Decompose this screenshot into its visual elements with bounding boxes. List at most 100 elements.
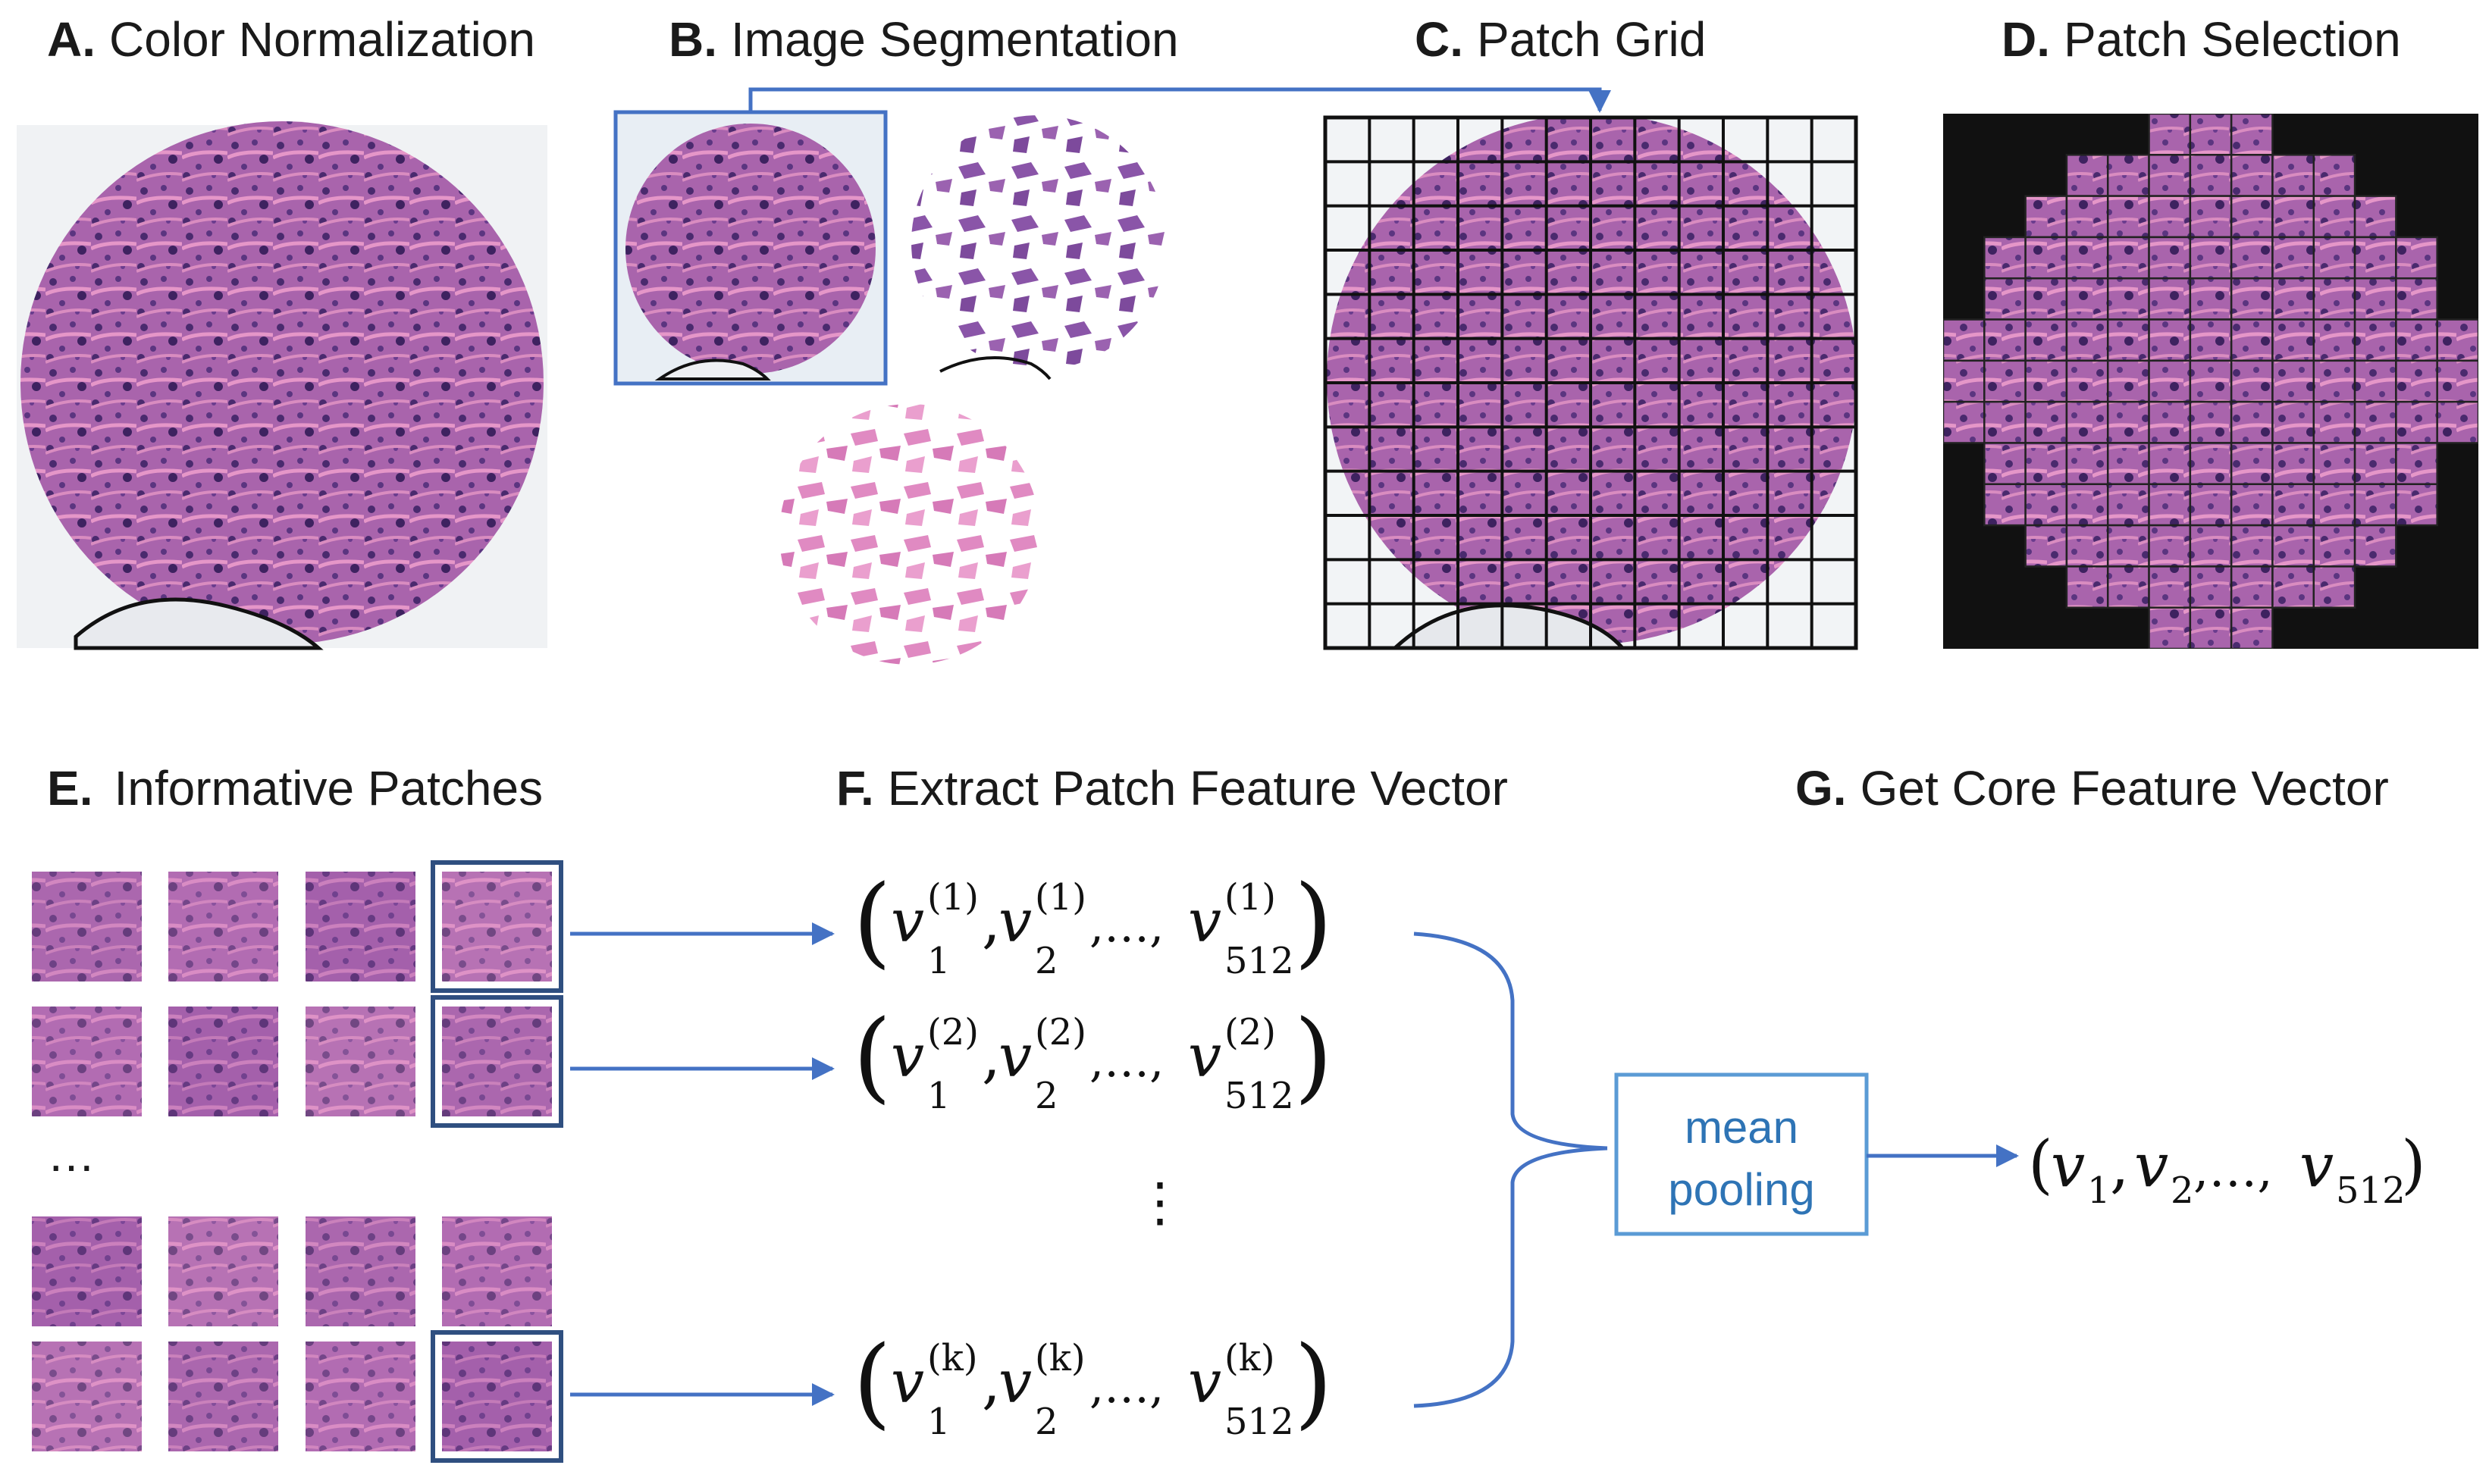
selected-patch: [2353, 524, 2397, 568]
selected-patch: [2148, 606, 2192, 649]
selected-patch: [1943, 359, 1986, 403]
vector-component-symbol: v: [998, 1348, 1032, 1417]
selected-patch: [1983, 277, 2027, 321]
selected-patch: [2106, 236, 2150, 280]
vector-component-subscript: 1: [927, 940, 951, 982]
selected-patch: [2148, 277, 2192, 321]
selected-patch: [2271, 565, 2315, 609]
selected-patch: [2271, 483, 2315, 527]
vector-component-superscript: (k): [927, 1337, 978, 1379]
selected-patch: [2189, 483, 2233, 527]
vector-component-symbol: v: [891, 1348, 924, 1417]
highlighted-patch-frame: [431, 1330, 563, 1463]
vector-separator: ,…,: [1089, 900, 1164, 953]
informative-patch: [306, 1342, 415, 1451]
vector-component-superscript: (2): [1224, 1011, 1276, 1054]
vector-comma: ,: [982, 1022, 1001, 1091]
selected-patch: [2024, 400, 2068, 444]
selected-patch: [2189, 154, 2233, 197]
vector-component-superscript: (1): [1035, 876, 1086, 919]
highlighted-patch-frame: [431, 860, 563, 993]
vector-close-paren: ): [1294, 998, 1333, 1113]
selected-patch: [2148, 565, 2192, 609]
vector-component-symbol: v: [998, 1022, 1032, 1091]
informative-patch: [168, 1216, 278, 1326]
segmentation-to-grid-arrow: [748, 87, 1611, 113]
selected-patch: [2271, 442, 2315, 486]
selected-patch: [2189, 524, 2233, 568]
core-component-subscript: 2: [2171, 1169, 2194, 1212]
panel-e-title: E.Informative Patches: [47, 761, 543, 816]
informative-patch: [306, 1007, 415, 1116]
vector-separator: ,…,: [1089, 1035, 1164, 1088]
core-component-symbol: v: [2051, 1130, 2085, 1201]
segmentation-original-thumbnail: [613, 110, 888, 386]
selected-patch: [2148, 195, 2192, 239]
selected-patch: [2353, 236, 2397, 280]
panel-b-title: B.Image Segmentation: [669, 12, 1179, 67]
selected-patch: [2353, 359, 2397, 403]
vector-component-symbol: v: [1188, 1348, 1221, 1417]
selected-patch: [2353, 442, 2397, 486]
selected-patch: [2436, 400, 2478, 444]
selected-patch: [2148, 318, 2192, 362]
selected-patch: [2312, 565, 2356, 609]
merge-line-bottom: [1413, 1146, 1608, 1408]
vector-comma: ,: [982, 888, 1001, 956]
selected-patch: [2271, 524, 2315, 568]
selected-patch: [2189, 359, 2233, 403]
vector-component-symbol: v: [998, 888, 1032, 956]
selected-patch: [2065, 442, 2109, 486]
informative-patch: [168, 872, 278, 982]
selected-patch: [2395, 277, 2438, 321]
selected-patch: [2024, 277, 2068, 321]
panel-c-title: C.Patch Grid: [1415, 12, 1706, 67]
panel-a-title: A.Color Normalization: [47, 12, 535, 67]
selected-patch: [2353, 318, 2397, 362]
selected-patch: [1983, 442, 2027, 486]
selected-patch: [2106, 524, 2150, 568]
vector-component-superscript: (1): [927, 876, 979, 919]
informative-patch: [442, 1216, 552, 1326]
vector-component-subscript: 2: [1035, 940, 1058, 982]
selected-patch: [2189, 236, 2233, 280]
segmentation-nuclei-mask: [911, 115, 1166, 380]
panel-g-title: G.Get Core Feature Vector: [1795, 761, 2389, 816]
core-component-subscript: 1: [2087, 1169, 2111, 1212]
core-comma: ,: [2110, 1130, 2129, 1201]
selected-patch: [2230, 565, 2274, 609]
selected-patch: [2312, 195, 2356, 239]
selected-patch: [2189, 565, 2233, 609]
selected-patch: [2312, 483, 2356, 527]
informative-patch: [168, 1342, 278, 1451]
selected-patch: [1983, 236, 2027, 280]
vector-component-symbol: v: [1188, 888, 1221, 956]
selected-patch: [2106, 359, 2150, 403]
selected-patch: [2230, 606, 2274, 649]
selected-patch: [2436, 318, 2478, 362]
pooling-line-2: pooling: [1668, 1164, 1815, 1215]
informative-patch: [306, 1216, 415, 1326]
selected-patch: [2230, 236, 2274, 280]
selected-patch: [2065, 195, 2109, 239]
selected-patch: [2312, 524, 2356, 568]
vector-component-superscript: (k): [1035, 1337, 1086, 1379]
selected-patch: [2395, 400, 2438, 444]
selected-patch: [2271, 236, 2315, 280]
selected-patch: [2189, 195, 2233, 239]
selected-patch: [2312, 277, 2356, 321]
selected-patch: [2312, 359, 2356, 403]
informative-patches-grid: [32, 860, 563, 1463]
selected-patch: [2065, 483, 2109, 527]
selected-patch: [2148, 359, 2192, 403]
selected-patch: [1983, 400, 2027, 444]
selected-patch: [2024, 318, 2068, 362]
vector-component-subscript: 2: [1035, 1075, 1058, 1117]
selected-patch: [2106, 442, 2150, 486]
selected-patch: [2312, 236, 2356, 280]
selected-patch: [2024, 442, 2068, 486]
selected-patch: [2148, 442, 2192, 486]
selected-patch: [2353, 400, 2397, 444]
vector-component-superscript: (2): [927, 1011, 979, 1054]
selected-patch: [2395, 442, 2438, 486]
